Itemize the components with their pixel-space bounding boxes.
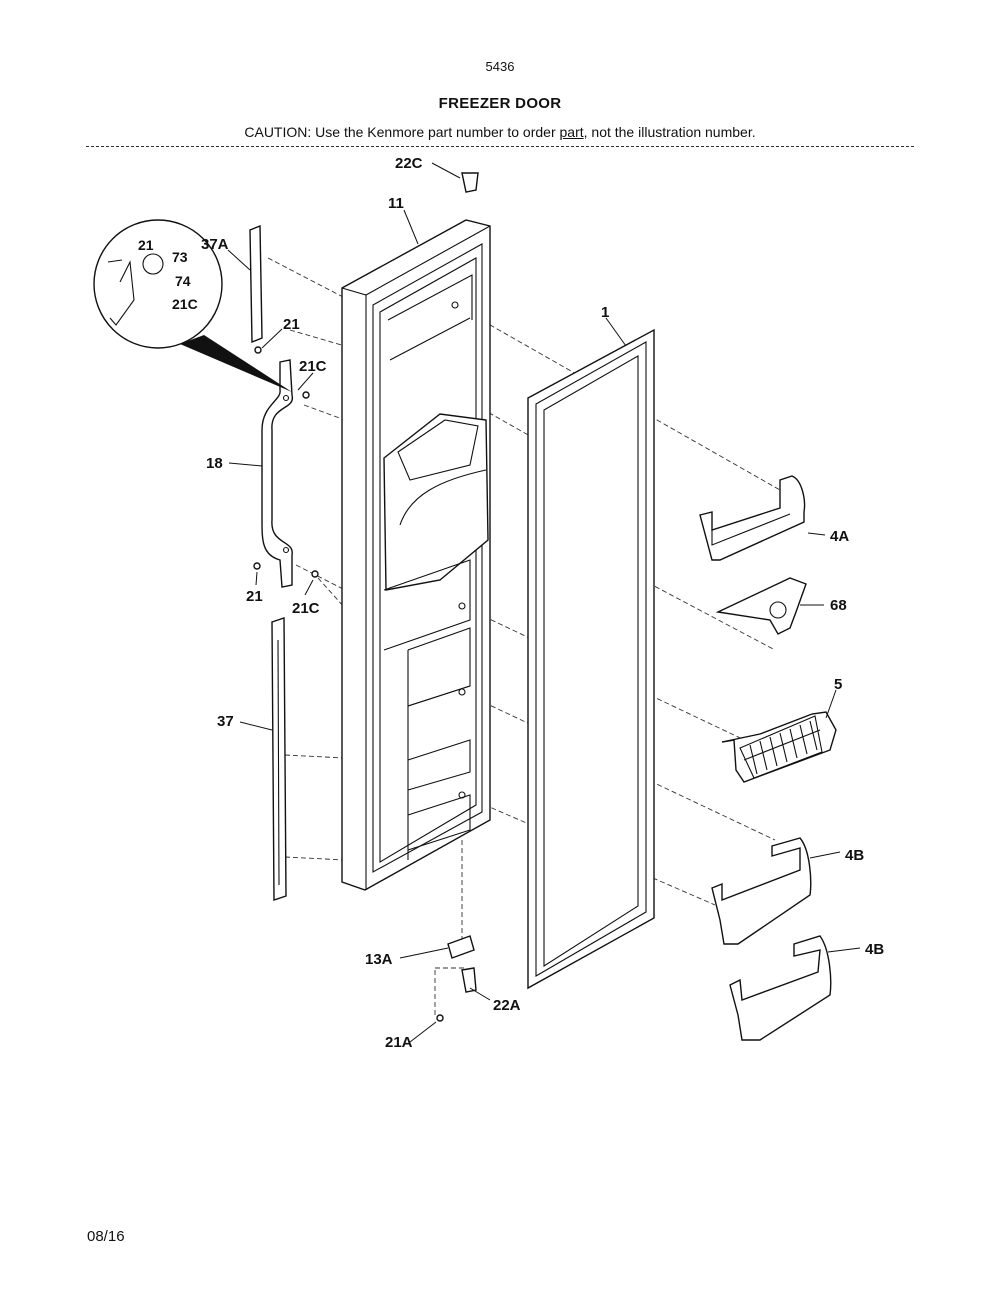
hinge-detail-inset xyxy=(93,219,292,392)
page-title: FREEZER DOOR xyxy=(438,95,562,112)
callout-4a: 4A xyxy=(830,528,849,545)
page-number: 5436 xyxy=(485,59,515,74)
cap-22c-part xyxy=(461,172,479,193)
footer-date: 08/16 xyxy=(87,1228,125,1245)
callout-21-detail: 21 xyxy=(138,237,154,253)
callout-11: 11 xyxy=(388,195,404,212)
screws xyxy=(253,346,444,1022)
callout-73: 73 xyxy=(172,249,188,265)
callout-74: 74 xyxy=(175,273,191,289)
callout-68: 68 xyxy=(830,597,847,614)
callout-1: 1 xyxy=(601,304,609,321)
callout-21c-lower: 21C xyxy=(292,600,320,617)
callout-21-lower: 21 xyxy=(246,588,263,605)
door-bin-4b-upper-part xyxy=(711,837,812,945)
trim-37-part xyxy=(271,617,287,901)
door-bin-4b-lower-part xyxy=(729,935,832,1041)
handle-18-part xyxy=(261,359,294,588)
callout-21-upper: 21 xyxy=(283,316,300,333)
callout-4b-2: 4B xyxy=(865,941,884,958)
callout-37: 37 xyxy=(217,713,234,730)
callout-18: 18 xyxy=(206,455,223,472)
wire-basket-5-part xyxy=(721,711,837,783)
callout-21c-upper: 21C xyxy=(299,358,327,375)
callout-4b-1: 4B xyxy=(845,847,864,864)
callout-22a: 22A xyxy=(493,997,521,1014)
ice-scoop-holder-68-part xyxy=(715,577,807,635)
callout-21c-detail: 21C xyxy=(172,296,198,312)
door-gasket-part xyxy=(527,328,655,990)
callout-21a: 21A xyxy=(385,1034,413,1051)
trim-37a-part xyxy=(249,224,263,344)
caution-underlined-word: part xyxy=(559,124,584,140)
callout-13a: 13A xyxy=(365,951,393,968)
door-bin-4a-part xyxy=(699,475,806,561)
header-divider xyxy=(86,146,914,147)
lower-hinge-parts xyxy=(447,935,477,993)
callout-37a: 37A xyxy=(201,236,229,253)
freezer-door-part xyxy=(341,219,491,891)
caution-suffix: , not the illustration number. xyxy=(583,124,756,140)
caution-prefix: CAUTION: Use the Kenmore part number to … xyxy=(244,124,560,140)
callout-leaders xyxy=(227,162,861,1043)
callout-5: 5 xyxy=(834,676,842,693)
callout-22c-top: 22C xyxy=(395,155,423,172)
caution-note: CAUTION: Use the Kenmore part number to … xyxy=(0,124,1000,140)
